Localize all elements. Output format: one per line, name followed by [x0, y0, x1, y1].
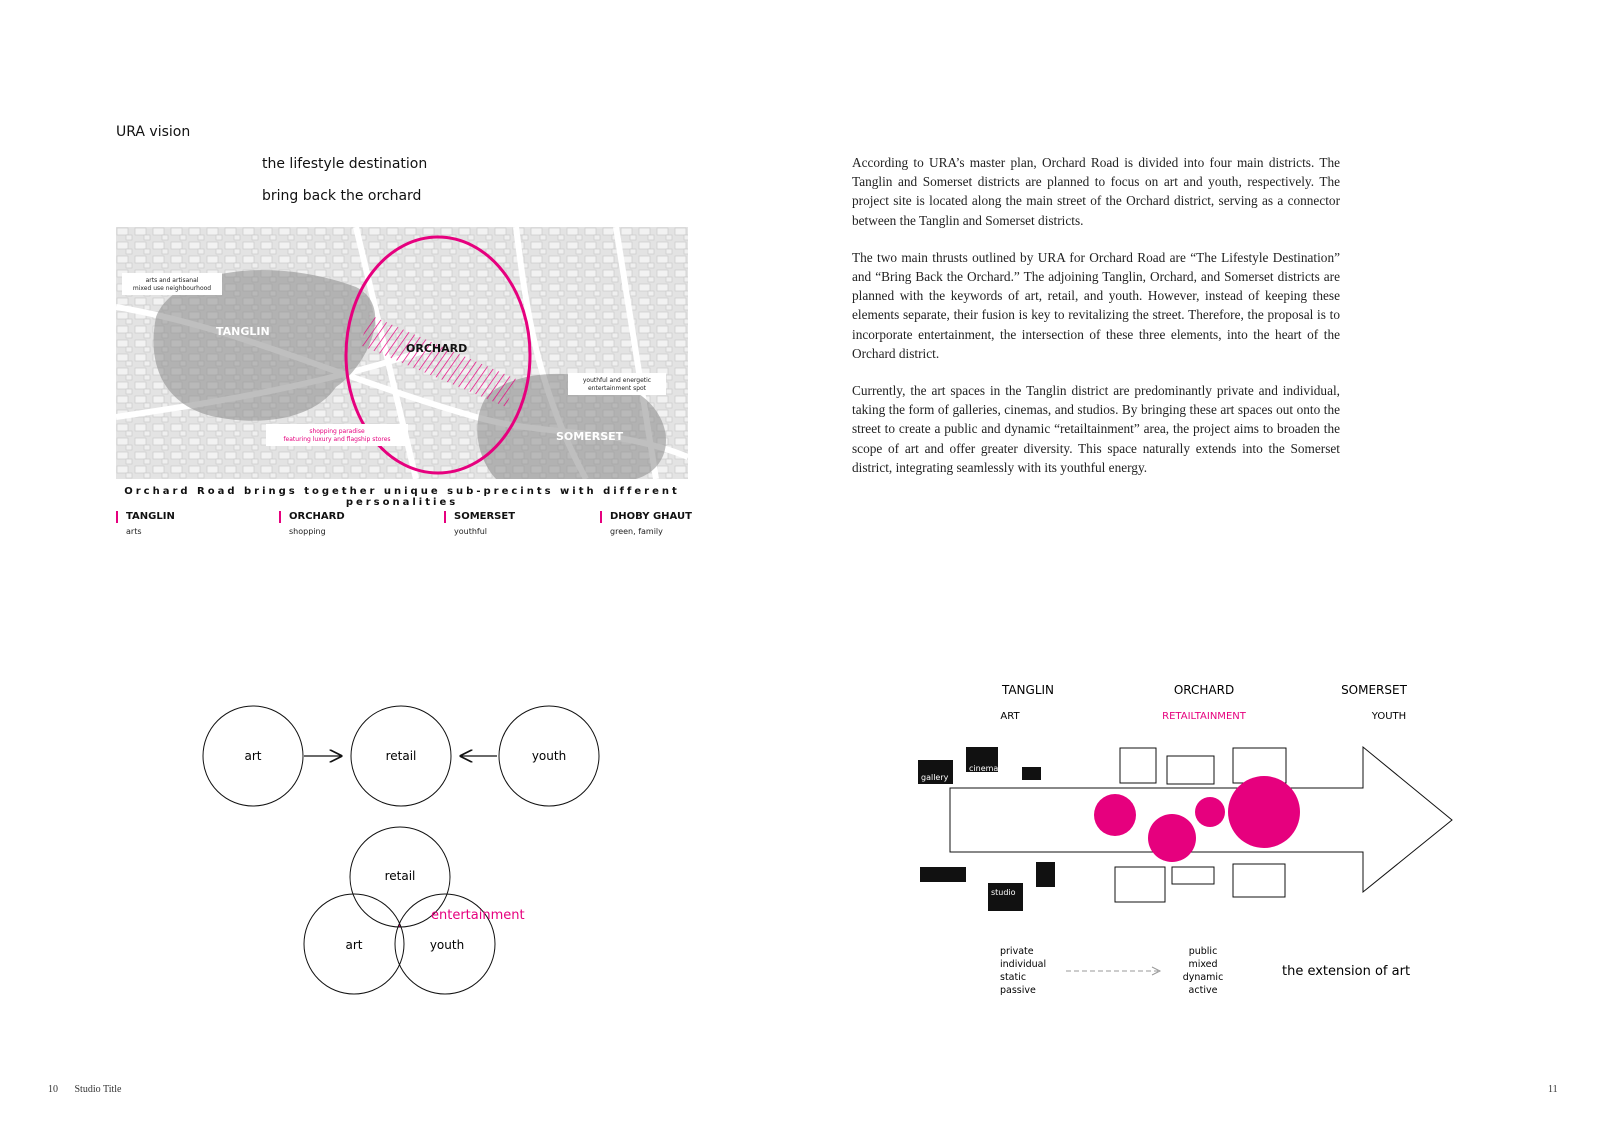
district-name: SOMERSET [444, 511, 515, 523]
studio-title: Studio Title [74, 1084, 122, 1095]
from-item: private [1000, 946, 1034, 957]
box-cinema-label: cinema [969, 764, 998, 773]
circle-retail-label: retail [386, 749, 417, 763]
retail-box [1232, 863, 1286, 898]
page-number-left: 10 [48, 1084, 58, 1095]
box-gallery-label: gallery [921, 773, 949, 782]
note-somerset-box [568, 373, 666, 395]
note-orchard-line1: shopping paradise [309, 428, 365, 435]
box-cinema [966, 747, 998, 772]
venn-circle-retail [349, 826, 451, 928]
district-somerset: SOMERSET youthful [444, 504, 594, 536]
arrow-district-orchard: ORCHARD [1174, 683, 1234, 697]
venn-circle-art [303, 893, 405, 995]
to-item: dynamic [1183, 972, 1224, 983]
venn-art-label: art [346, 938, 363, 952]
district-desc: green, family [610, 527, 663, 536]
retail-box [1114, 866, 1166, 903]
transition-arrowhead [1151, 966, 1162, 976]
venn-circle-youth [394, 893, 496, 995]
orchard-road-map: TANGLIN ORCHARD SOMERSET arts and artisa… [116, 227, 688, 479]
note-orchard-line2: featuring luxury and flagship stores [283, 436, 390, 443]
footer-left: 10 Studio Title [48, 1084, 121, 1095]
box-gallery [918, 760, 953, 784]
theme-youth: YOUTH [1371, 711, 1406, 722]
retailtainment-dot [1228, 776, 1300, 848]
retailtainment-dot [1195, 797, 1225, 827]
paragraph-3: Currently, the art spaces in the Tanglin… [852, 383, 1340, 475]
box-small [1022, 767, 1041, 780]
box-studio-label: studio [991, 888, 1016, 897]
to-item: public [1189, 946, 1218, 957]
retail-box [1119, 747, 1157, 784]
box-studio [988, 883, 1023, 911]
map-label-somerset: SOMERSET [556, 430, 624, 443]
orchard-hatch [360, 315, 516, 407]
venn-youth-label: youth [430, 938, 464, 952]
district-name: TANGLIN [116, 511, 175, 523]
page-number-right: 11 [1548, 1084, 1558, 1095]
note-orchard-box [266, 424, 408, 446]
map-label-tanglin: TANGLIN [216, 325, 270, 338]
district-name: ORCHARD [279, 511, 345, 523]
concept-diagram: art retail youth retail art youth entert… [202, 705, 600, 995]
orchard-ellipse [344, 235, 532, 475]
retail-box [1166, 755, 1215, 785]
retail-box [1232, 747, 1287, 784]
arrow-tagline: the extension of art [1282, 964, 1410, 979]
circle-art [202, 705, 304, 807]
circle-art-label: art [245, 749, 262, 763]
theme-art: ART [1000, 711, 1020, 722]
retailtainment-dot [1094, 794, 1136, 836]
box-tall [1036, 862, 1055, 887]
retailtainment-dot [1148, 814, 1196, 862]
note-tanglin-line2: mixed use neighbourhood [133, 285, 211, 292]
map-label-orchard: ORCHARD [406, 342, 467, 355]
note-tanglin-line1: arts and artisanal [146, 277, 199, 284]
district-tanglin: TANGLIN arts [116, 504, 266, 536]
arrow-district-somerset: SOMERSET [1341, 683, 1408, 697]
retail-box [1171, 866, 1215, 885]
venn-retail-label: retail [385, 869, 416, 883]
note-somerset-line2: entertainment spot [588, 385, 647, 392]
paragraph-2: The two main thrusts outlined by URA for… [852, 249, 1340, 361]
from-item: passive [1000, 985, 1036, 996]
arrow-district-tanglin: TANGLIN [1001, 683, 1054, 697]
circle-youth-label: youth [532, 749, 566, 763]
district-desc: youthful [454, 527, 488, 536]
from-item: individual [1000, 959, 1046, 970]
circle-youth [498, 705, 600, 807]
section-heading: URA vision [116, 124, 191, 140]
note-tanglin-box [122, 273, 222, 295]
district-dhoby-ghaut: DHOBY GHAUT green, family [600, 504, 750, 536]
note-somerset-line1: youthful and energetic [583, 377, 651, 384]
box-wide [920, 867, 966, 882]
big-arrow [949, 745, 1453, 894]
entertainment-label: entertainment [431, 908, 525, 923]
district-desc: arts [126, 527, 142, 536]
theme-retailtainment: RETAILTAINMENT [1162, 711, 1247, 722]
district-orchard: ORCHARD shopping [279, 504, 429, 536]
from-item: static [1000, 972, 1026, 983]
to-item: active [1189, 985, 1218, 996]
thrust-bring-back-orchard: bring back the orchard [262, 188, 422, 204]
district-name: DHOBY GHAUT [600, 511, 692, 523]
tanglin-zone [153, 270, 376, 421]
body-text: According to URA’s master plan, Orchard … [852, 153, 1340, 495]
map-caption: Orchard Road brings together unique sub-… [124, 486, 680, 508]
thrust-lifestyle-destination: the lifestyle destination [262, 156, 428, 172]
paragraph-1: According to URA’s master plan, Orchard … [852, 155, 1340, 228]
to-item: mixed [1188, 959, 1217, 970]
circle-retail [350, 705, 452, 807]
district-desc: shopping [289, 527, 326, 536]
